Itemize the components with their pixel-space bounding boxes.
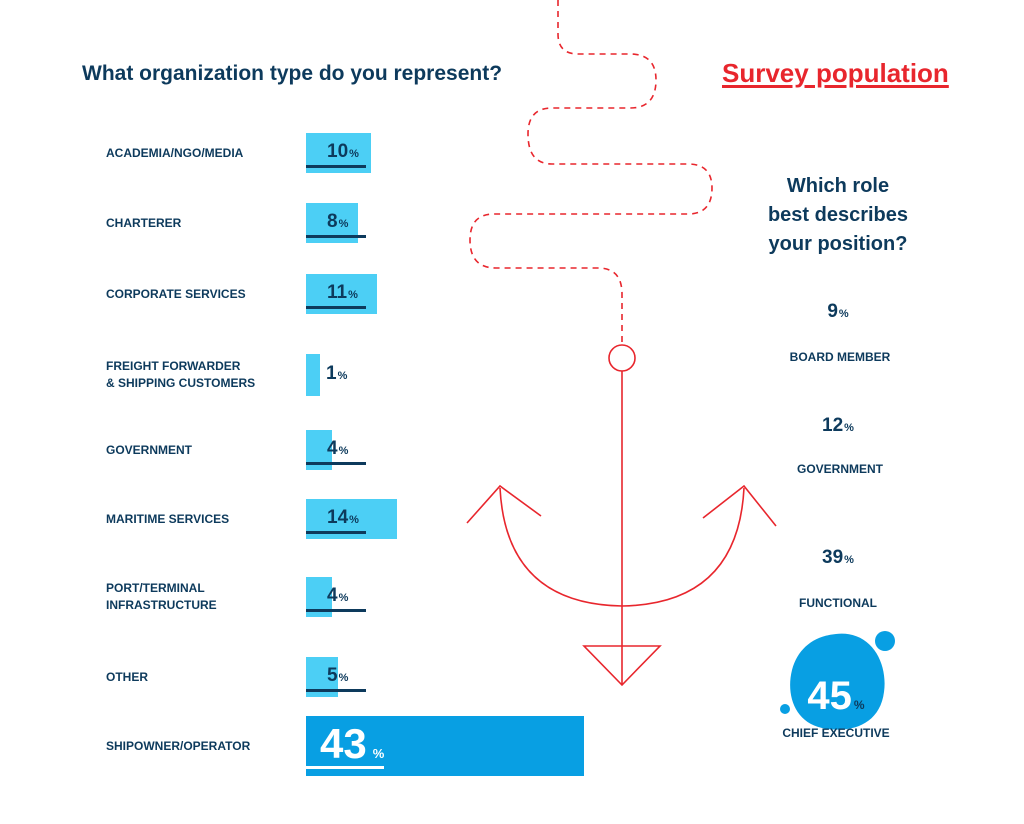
data-label-unit: % [338,592,349,605]
data-label-unit: % [338,445,349,458]
category-label: CORPORATE SERVICES [106,286,246,301]
role-question-line: best describes [767,204,909,226]
data-label-unit: % [338,672,349,685]
role-value-number: 9 [827,300,838,322]
role-label: FUNCTIONAL [799,596,877,610]
data-label: 8% [327,211,348,233]
category-label: GOVERNMENT [106,442,193,457]
data-label: 4% [327,438,348,460]
anchor-fluke-left [466,484,542,524]
data-label: 10% [327,141,359,163]
role-value-number: 12 [822,414,844,436]
role-question-line: Which role [786,175,890,197]
data-label: 4% [327,585,348,607]
data-label-number: 1 [326,363,337,385]
data-label-number: 11 [327,282,348,304]
role-value: 45% [756,674,916,719]
category-label: OTHER [106,669,148,684]
bar [306,354,320,396]
anchor-arm [499,487,745,607]
role-label: CHIEF EXECUTIVE [782,726,890,740]
data-label-unit: % [349,514,359,527]
data-label: 43% [320,720,384,768]
survey-population-title: Survey population [722,58,949,88]
role-label: BOARD MEMBER [789,350,891,364]
role-question-title: Which role best describes your position? [748,172,928,259]
role-value-number: 39 [822,546,844,568]
category-label: MARITIME SERVICES [106,511,230,526]
category-label: ACADEMIA/NGO/MEDIA [106,145,244,160]
role-value-unit: % [844,553,854,566]
data-label: 5% [327,665,348,687]
bar-underline [306,306,366,309]
bar-underline [306,689,366,692]
data-label-unit: % [338,218,349,231]
blob-dot-left [780,704,790,714]
data-label: 11% [327,282,358,304]
data-label-number: 43 [320,719,367,767]
data-label: 1% [326,363,347,385]
blob-dot-top [875,631,895,651]
data-label-number: 8 [327,211,338,233]
data-label-number: 14 [327,507,349,529]
org-question-title: What organization type do you represent? [82,62,503,85]
bar-underline [306,235,366,238]
data-label-number: 5 [327,665,338,687]
data-label-unit: % [337,370,348,383]
data-label-number: 4 [327,438,338,460]
dashed-route-line [469,0,713,346]
anchor-crown [582,645,662,687]
data-label-number: 4 [327,585,338,607]
blob-decoration [780,631,895,730]
bar-underline [306,531,366,534]
role-value-unit: % [853,698,865,712]
category-label: CHARTERER [106,215,182,230]
data-label-number: 10 [327,141,349,163]
role-question-line: your position? [768,233,908,255]
role-value: 39% [758,547,918,569]
role-value: 12% [758,415,918,437]
data-label-unit: % [372,745,385,761]
bar-underline [306,766,384,769]
bar-underline [306,165,366,168]
role-label: GOVERNMENT [796,462,883,476]
anchor-ring [608,344,636,372]
category-label: PORT/TERMINAL INFRASTRUCTURE [106,581,217,612]
role-value-unit: % [838,307,849,320]
role-value-unit: % [844,421,854,434]
data-label: 14% [327,507,359,529]
bar-underline [306,609,366,612]
role-value: 9% [758,301,918,323]
anchor-fluke-right [702,484,777,527]
bar-underline [306,462,366,465]
data-label-unit: % [348,289,358,302]
big-blob [790,633,885,730]
category-label: SHIPOWNER/OPERATOR [106,738,251,753]
category-label: FREIGHT FORWARDER & SHIPPING CUSTOMERS [106,359,256,390]
role-value-number: 45 [807,674,852,718]
data-label-unit: % [349,148,359,161]
